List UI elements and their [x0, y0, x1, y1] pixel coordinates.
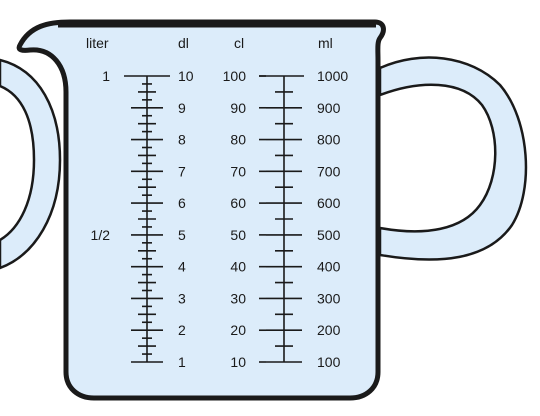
cl-label: 40	[230, 259, 246, 275]
ml-label: 700	[317, 163, 341, 179]
dl-label: 9	[178, 100, 186, 116]
dl-label: 5	[178, 227, 186, 243]
cl-label: 60	[230, 195, 246, 211]
right-handle	[380, 58, 526, 260]
cl-label: 90	[230, 100, 246, 116]
dl-label: 6	[178, 195, 186, 211]
liter-label: 1/2	[91, 227, 111, 243]
dl-label: 8	[178, 132, 186, 148]
header-ml: ml	[318, 35, 333, 51]
cl-label: 50	[230, 227, 246, 243]
header-cl: cl	[234, 35, 244, 51]
ml-label: 900	[317, 100, 341, 116]
ml-label: 800	[317, 132, 341, 148]
liter-label: 1	[102, 68, 110, 84]
dl-label: 4	[178, 259, 186, 275]
ml-label: 500	[317, 227, 341, 243]
cl-label: 100	[223, 68, 247, 84]
dl-label: 10	[178, 68, 194, 84]
header-liter: liter	[86, 35, 109, 51]
ml-label: 100	[317, 354, 341, 370]
ml-label: 1000	[317, 68, 348, 84]
header-dl: dl	[178, 35, 189, 51]
cl-label: 70	[230, 163, 246, 179]
cl-label: 20	[230, 322, 246, 338]
cl-label: 10	[230, 354, 246, 370]
dl-label: 1	[178, 354, 186, 370]
cl-label: 80	[230, 132, 246, 148]
left-handle	[0, 60, 60, 268]
dl-label: 7	[178, 163, 186, 179]
ml-label: 400	[317, 259, 341, 275]
dl-label: 3	[178, 290, 186, 306]
ml-label: 600	[317, 195, 341, 211]
cl-label: 30	[230, 290, 246, 306]
ml-label: 200	[317, 322, 341, 338]
dl-label: 2	[178, 322, 186, 338]
ml-label: 300	[317, 290, 341, 306]
